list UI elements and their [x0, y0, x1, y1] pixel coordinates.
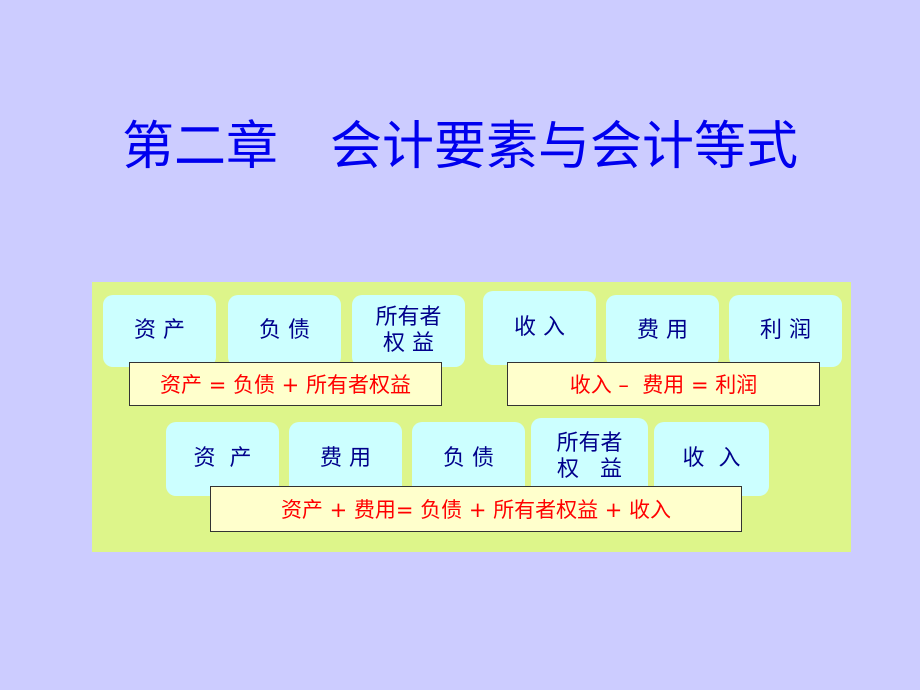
card-owners-equity: 所有者 权 益: [352, 295, 465, 367]
card-assets-2: 资 产: [166, 422, 279, 496]
card-liabilities-2: 负 债: [412, 422, 525, 496]
page-title: 第二章 会计要素与会计等式: [121, 117, 798, 177]
formula-expanded-equation: 资产 + 费用= 负债 + 所有者权益 + 收入: [210, 486, 742, 532]
card-liabilities: 负 债: [228, 295, 341, 367]
card-revenue-2: 收 入: [654, 422, 769, 496]
card-revenue: 收 入: [483, 291, 596, 365]
formula-profit-equation: 收入 – 费用 = 利润: [507, 362, 820, 406]
card-owners-equity-2: 所有者 权 益: [531, 418, 648, 496]
card-expenses: 费 用: [606, 295, 719, 367]
card-assets: 资 产: [103, 295, 216, 367]
card-expenses-2: 费 用: [289, 422, 402, 496]
formula-accounting-equation: 资产 = 负债 + 所有者权益: [129, 362, 442, 406]
card-profit: 利 润: [729, 295, 842, 367]
